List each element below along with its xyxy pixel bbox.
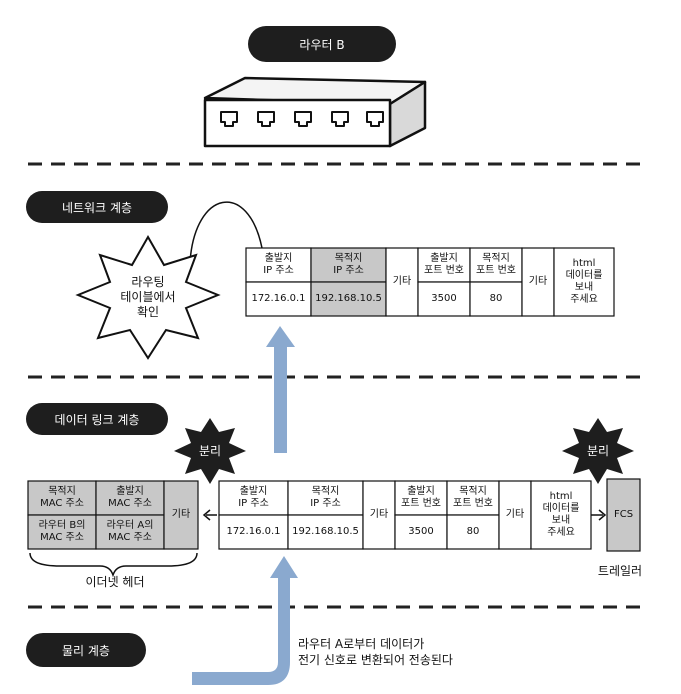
physical-layer-label: 물리 계층 [26,633,146,667]
split-burst-left-shape [174,418,246,484]
net-src-ip: 172.16.0.1 [251,293,306,304]
ethernet-header [27,480,199,550]
connector-curve [189,201,263,263]
net-dst-port-label: 목적지 포트 번호 [476,253,516,276]
datalink-layer-label: 데이터 링크 계층 [26,403,168,435]
net-src-port-label: 출발지 포트 번호 [424,253,464,276]
dl-src-port-label: 출발지 포트 번호 [401,486,441,509]
dl-dst-port-label: 목적지 포트 번호 [453,486,493,509]
dl-src-ip-label: 출발지 IP 주소 [238,486,269,509]
ethernet-header-label: 이더넷 헤더 [85,575,145,589]
physical-note: 라우터 A로부터 데이터가 전기 신호로 변환되어 전송된다 [298,637,453,667]
dl-dst-port: 80 [466,526,480,537]
dl-dst-ip: 192.168.10.5 [292,526,359,537]
eth-dst-mac-label: 목적지 MAC 주소 [40,486,84,509]
router-icon [203,76,427,148]
dl-src-ip: 172.16.0.1 [226,526,281,537]
up-arrow-lower [192,556,298,685]
net-src-ip-label: 출발지 IP 주소 [263,253,294,276]
split-burst-right-text: 분리 [586,444,610,458]
routing-burst-text: 라우팅 테이블에서 확인 [120,274,176,319]
net-etc-1: 기타 [392,276,412,287]
dl-dst-ip-label: 목적지 IP 주소 [310,486,341,509]
dl-etc-1: 기타 [369,509,389,520]
datalink-packet [218,480,592,550]
split-burst-left-text: 분리 [198,444,222,458]
network-packet [245,247,615,317]
net-src-port: 3500 [431,293,457,304]
eth-etc: 기타 [171,509,191,520]
dl-payload: html 데이터를 보내 주세요 [542,491,580,538]
left-arrow [202,509,217,521]
routing-burst-shape [75,234,221,360]
eth-src-mac: 라우터 A의 MAC 주소 [106,520,154,543]
fcs-box [606,478,641,552]
up-arrow-upper [266,326,295,453]
fcs-label: FCS [613,509,634,520]
split-burst-right-shape [562,418,634,484]
net-dst-ip-label: 목적지 IP 주소 [333,253,364,276]
right-arrow [591,509,607,521]
network-layer-label: 네트워크 계층 [26,191,168,223]
ethernet-brace [29,552,198,578]
net-dst-port: 80 [489,293,503,304]
net-etc-2: 기타 [528,276,548,287]
trailer-label: 트레일러 [597,564,643,578]
eth-dst-mac: 라우터 B의 MAC 주소 [38,520,86,543]
net-dst-ip: 192.168.10.5 [315,293,382,304]
router-title: 라우터 B [248,26,396,62]
dl-src-port: 3500 [408,526,434,537]
dl-etc-2: 기타 [505,509,525,520]
eth-src-mac-label: 출발지 MAC 주소 [108,486,152,509]
layer-dividers [28,162,640,609]
net-payload: html 데이터를 보내 주세요 [565,258,603,305]
